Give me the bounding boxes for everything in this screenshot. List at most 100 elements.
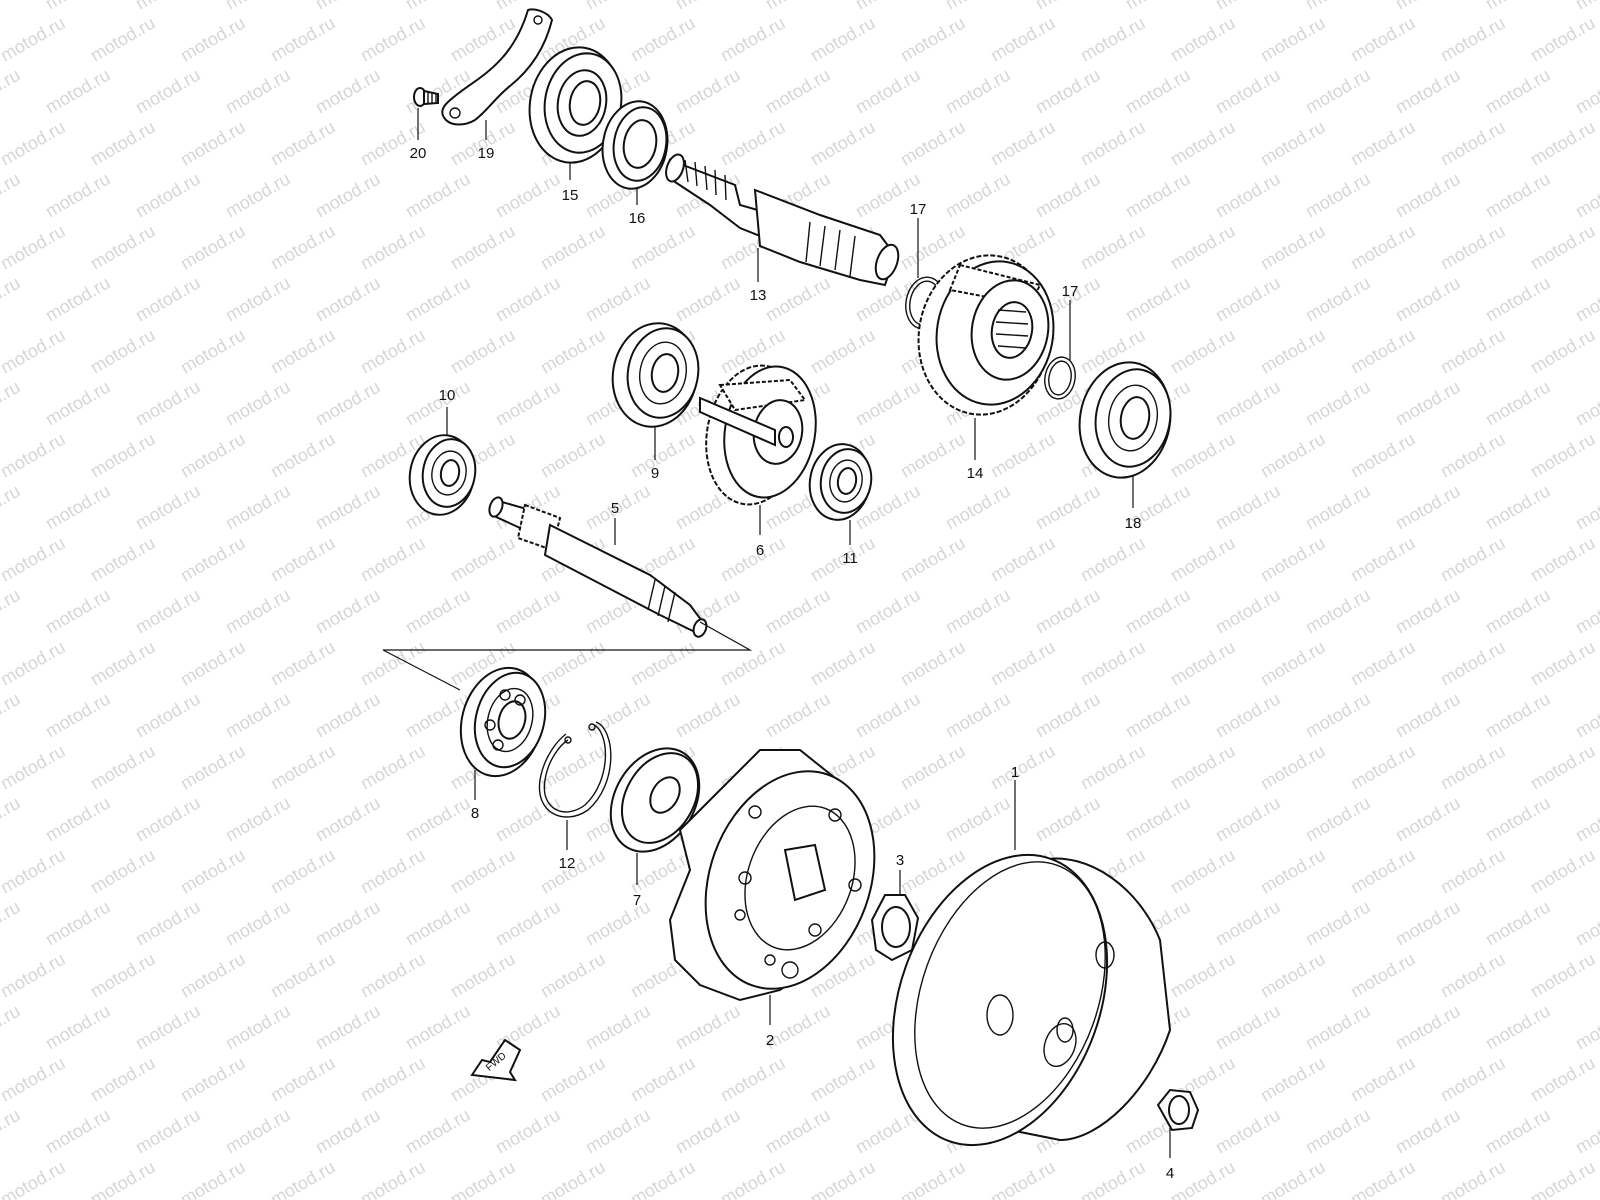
watermark-text: motod.ru (1482, 897, 1554, 950)
watermark-text: motod.ru (1032, 793, 1104, 846)
watermark-text: motod.ru (0, 273, 24, 326)
watermark-text: motod.ru (42, 585, 114, 638)
watermark-text: motod.ru (672, 273, 744, 326)
watermark-text: motod.ru (1122, 169, 1194, 222)
circlip-icon[interactable] (538, 721, 612, 818)
callout-17a: 17 (910, 201, 927, 218)
watermark-text: motod.ru (492, 793, 564, 846)
watermark-text: motod.ru (402, 1105, 474, 1158)
oil-seal-icon[interactable] (596, 96, 674, 194)
screw-icon[interactable] (413, 87, 439, 107)
bearing-icon[interactable] (449, 659, 555, 786)
bearing-icon[interactable] (404, 430, 481, 520)
clutch-housing-drum-icon[interactable] (855, 825, 1172, 1175)
watermark-text: motod.ru (0, 585, 24, 638)
watermark-text: motod.ru (222, 377, 294, 430)
watermark-text: motod.ru (222, 1001, 294, 1054)
watermark-text: motod.ru (1572, 897, 1600, 950)
watermark-text: motod.ru (762, 273, 834, 326)
watermark-text: motod.ru (1527, 221, 1599, 274)
watermark-text: motod.ru (852, 65, 924, 118)
watermark-text: motod.ru (312, 377, 384, 430)
nut-icon[interactable] (1156, 1088, 1200, 1132)
watermark-text: motod.ru (1482, 481, 1554, 534)
bearing-icon[interactable] (521, 40, 630, 170)
watermark-text: motod.ru (1347, 1157, 1419, 1200)
watermark-text: motod.ru (1572, 1105, 1600, 1158)
watermark-text: motod.ru (1347, 533, 1419, 586)
watermark-text: motod.ru (87, 845, 159, 898)
callout-7: 7 (633, 892, 641, 909)
watermark-text: motod.ru (1482, 169, 1554, 222)
circlip-icon[interactable] (1042, 355, 1079, 402)
watermark-text: motod.ru (222, 897, 294, 950)
watermark-text: motod.ru (0, 117, 69, 170)
bearing-icon[interactable] (605, 316, 706, 433)
watermark-text: motod.ru (267, 221, 339, 274)
watermark-text: motod.ru (42, 65, 114, 118)
watermark-text: motod.ru (0, 949, 69, 1002)
watermark-text: motod.ru (1347, 429, 1419, 482)
watermark-text: motod.ru (807, 637, 879, 690)
watermark-text: motod.ru (87, 949, 159, 1002)
gear-icon[interactable] (696, 358, 826, 513)
watermark-text: motod.ru (312, 1105, 384, 1158)
watermark-text: motod.ru (0, 741, 69, 794)
watermark-text: motod.ru (0, 637, 69, 690)
watermark-text: motod.ru (1437, 845, 1509, 898)
watermark-text: motod.ru (1392, 897, 1464, 950)
watermark-text: motod.ru (0, 1001, 24, 1054)
watermark-text: motod.ru (1347, 117, 1419, 170)
watermark-text: motod.ru (1527, 845, 1599, 898)
watermark-text: motod.ru (807, 117, 879, 170)
final-gear-icon[interactable] (906, 245, 1065, 425)
watermark-text: motod.ru (897, 1157, 969, 1200)
bracket-icon[interactable] (441, 8, 554, 126)
watermark-text: motod.ru (987, 1157, 1059, 1200)
watermark-text: motod.ru (537, 1157, 609, 1200)
watermark-text: motod.ru (537, 1053, 609, 1106)
watermark-text: motod.ru (492, 169, 564, 222)
bearing-icon[interactable] (1071, 355, 1180, 485)
watermark-text: motod.ru (132, 377, 204, 430)
watermark-text: motod.ru (42, 273, 114, 326)
watermark-text: motod.ru (1302, 689, 1374, 742)
watermark-text: motod.ru (87, 741, 159, 794)
watermark-text: motod.ru (672, 1001, 744, 1054)
watermark-text: motod.ru (897, 117, 969, 170)
watermark-text: motod.ru (1167, 325, 1239, 378)
watermark-text: motod.ru (267, 429, 339, 482)
callout-4: 4 (1166, 1165, 1174, 1182)
watermark-text: motod.ru (87, 221, 159, 274)
watermark-text: motod.ru (987, 13, 1059, 66)
nut-icon[interactable] (870, 894, 920, 962)
watermark-text: motod.ru (942, 65, 1014, 118)
watermark-text: motod.ru (357, 1053, 429, 1106)
bearing-icon[interactable] (804, 439, 876, 524)
watermark-text: motod.ru (1392, 689, 1464, 742)
watermark-text: motod.ru (1527, 949, 1599, 1002)
watermark-text: motod.ru (0, 1157, 69, 1200)
watermark-text: motod.ru (1302, 793, 1374, 846)
clutch-shoe-assembly-icon[interactable] (668, 747, 903, 1012)
watermark-text: motod.ru (1032, 689, 1104, 742)
watermark-text: motod.ru (582, 1105, 654, 1158)
watermark-text: motod.ru (267, 637, 339, 690)
input-shaft-icon[interactable] (487, 496, 709, 639)
watermark-text: motod.ru (312, 0, 384, 13)
watermark-text: motod.ru (987, 429, 1059, 482)
watermark-text: motod.ru (627, 637, 699, 690)
watermark-text: motod.ru (312, 689, 384, 742)
output-shaft-icon[interactable] (663, 152, 903, 287)
watermark-text: motod.ru (1437, 637, 1509, 690)
watermark-text: motod.ru (942, 481, 1014, 534)
watermark-text: motod.ru (0, 897, 24, 950)
watermark-text: motod.ru (1167, 1157, 1239, 1200)
callout-20: 20 (410, 145, 427, 162)
watermark-text: motod.ru (357, 949, 429, 1002)
watermark-text: motod.ru (1527, 533, 1599, 586)
watermark-text: motod.ru (267, 949, 339, 1002)
watermark-text: motod.ru (987, 741, 1059, 794)
watermark-text: motod.ru (0, 429, 69, 482)
